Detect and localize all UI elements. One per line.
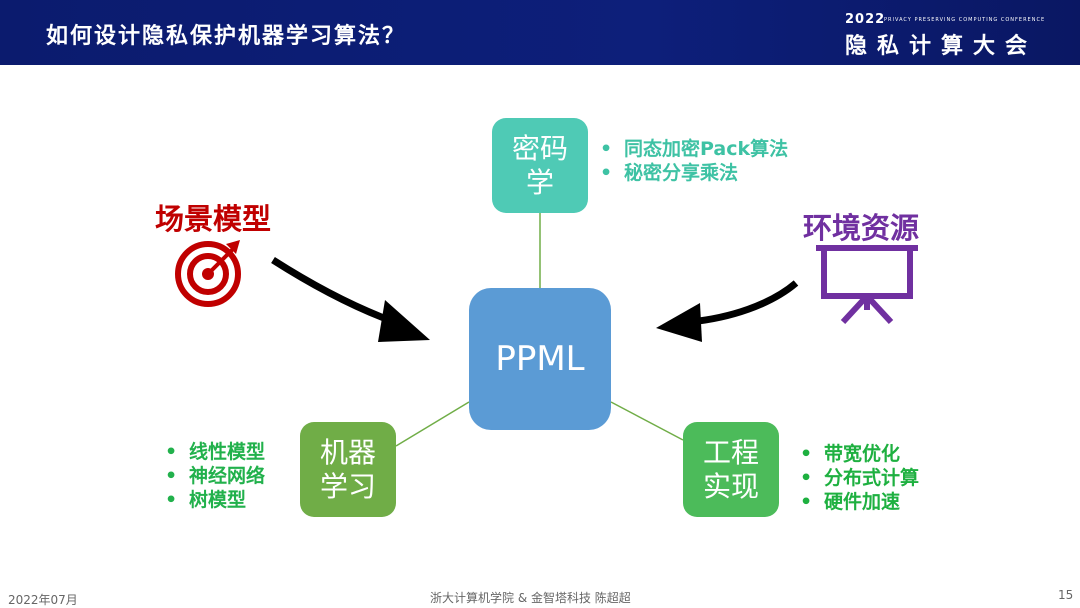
slide-title: 如何设计隐私保护机器学习算法？ <box>46 24 407 49</box>
arrow-icon <box>271 257 430 342</box>
ml-node-label: 机器学习 <box>319 435 376 503</box>
crypto-node: 密码学 <box>492 118 588 213</box>
arrow-icon <box>656 280 799 342</box>
list-item: •秘密分享乘法 <box>600 162 739 184</box>
connector-ml <box>395 401 470 447</box>
page-number: 15 <box>1058 588 1074 602</box>
list-item: •树模型 <box>165 489 247 511</box>
target-icon <box>175 240 241 307</box>
crypto-list: •同态加密Pack算法 •秘密分享乘法 <box>600 137 788 185</box>
conference-name: 隐私计算大会 <box>845 34 1038 59</box>
list-item: •线性模型 <box>165 441 266 463</box>
conference-year: 2022 <box>845 12 886 27</box>
crypto-node-label: 密码学 <box>511 131 568 199</box>
scene-model-label: 场景模型 <box>155 202 272 236</box>
ppml-node: PPML <box>469 288 611 430</box>
list-item: •硬件加速 <box>800 491 901 513</box>
list-item: •同态加密Pack算法 <box>600 138 789 160</box>
ml-list: •线性模型 •神经网络 •树模型 <box>165 440 265 512</box>
footer-date: 2022年07月 <box>8 593 78 607</box>
list-item: •神经网络 <box>165 465 266 487</box>
engineering-node-label: 工程实现 <box>702 435 759 503</box>
engineering-node: 工程实现 <box>683 422 779 517</box>
connector-eng <box>610 401 684 441</box>
ml-node: 机器学习 <box>300 422 396 517</box>
list-item: •分布式计算 <box>800 467 920 489</box>
presentation-board-icon <box>816 245 918 325</box>
engineering-list: •带宽优化 •分布式计算 •硬件加速 <box>800 442 919 514</box>
footer-author: 浙大计算机学院 & 金智塔科技 陈超超 <box>430 591 631 605</box>
title-bar: 如何设计隐私保护机器学习算法？ 2022 PRIVACY PRESERVING … <box>0 0 1080 65</box>
environment-resources-label: 环境资源 <box>803 211 920 245</box>
list-item: •带宽优化 <box>800 443 901 465</box>
conference-subtitle: PRIVACY PRESERVING COMPUTING CONFERENCE <box>884 17 1046 23</box>
